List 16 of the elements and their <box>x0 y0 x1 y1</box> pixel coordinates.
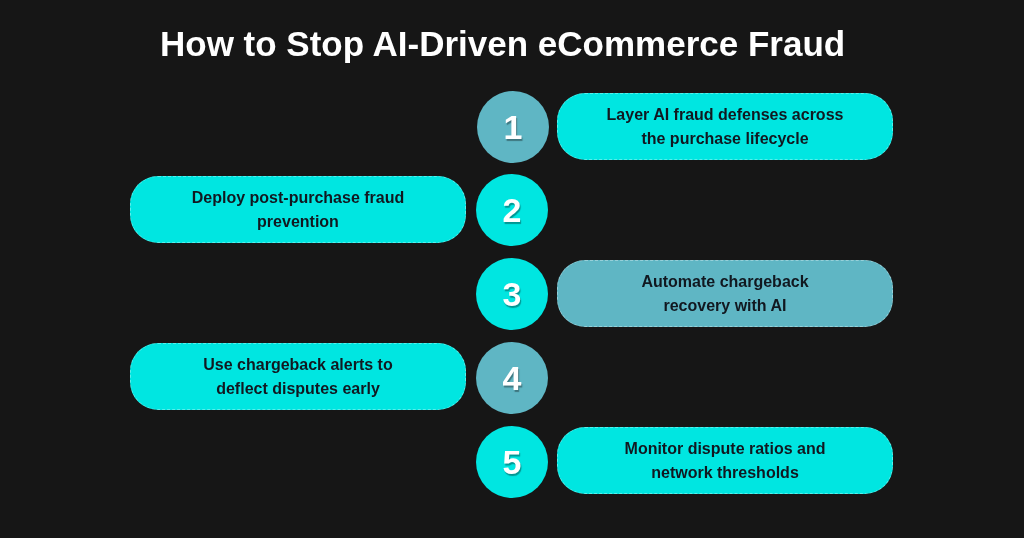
step-text: Use chargeback alerts to deflect disputes early <box>202 354 394 399</box>
step-box <box>130 343 466 410</box>
step-box <box>130 176 466 243</box>
step-number: 2 <box>502 193 522 227</box>
step-text: Monitor dispute ratios and network thresholds <box>623 438 827 483</box>
step-number: 4 <box>502 361 522 395</box>
step-text: Automate chargeback recovery with AI <box>640 271 810 316</box>
step-box <box>557 260 893 327</box>
step-box <box>557 93 893 160</box>
step-text: Layer AI fraud defenses across the purchase lifecycle <box>605 104 845 149</box>
step-number: 1 <box>503 110 523 144</box>
step-text: Deploy post-purchase fraud prevention <box>190 187 406 232</box>
step-number: 3 <box>502 277 522 311</box>
step-number: 5 <box>502 445 522 479</box>
step-box <box>557 427 893 494</box>
title: How to Stop AI-Driven eCommerce Fraud <box>160 24 846 64</box>
